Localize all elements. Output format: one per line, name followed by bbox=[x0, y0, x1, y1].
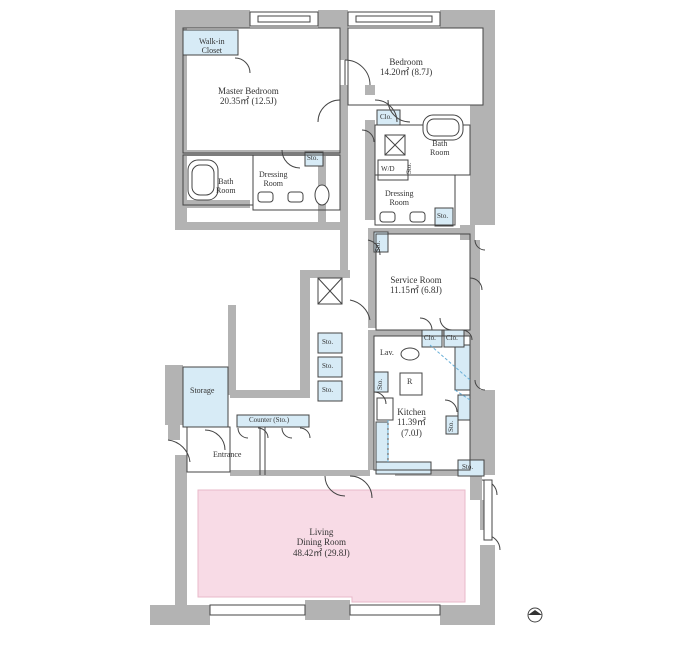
living-dining-line2: Dining Room bbox=[296, 537, 346, 548]
sto-label-10: Sto. bbox=[405, 162, 413, 174]
kitchen-counters bbox=[375, 344, 471, 475]
service-room-name: Service Room bbox=[390, 275, 442, 285]
bath-room-right-line2: Room bbox=[430, 148, 450, 158]
bath-room-left-label: Bath Room bbox=[216, 177, 236, 195]
counter-label: Counter (Sto.) bbox=[249, 416, 290, 424]
kitchen-area-line1: 11.39㎡ bbox=[397, 417, 426, 428]
bath-room-right-label: Bath Room bbox=[430, 139, 450, 157]
lavatory-label: Lav. bbox=[380, 348, 394, 357]
clo-label-1: Clo. bbox=[380, 113, 392, 121]
master-bedroom-area: 20.35㎡ (12.5J) bbox=[220, 96, 277, 107]
sto-label-6: Sto. bbox=[462, 463, 474, 471]
bathtubs bbox=[187, 114, 464, 361]
refrigerator-label: R bbox=[407, 377, 413, 386]
sto-label-7: Sto. bbox=[374, 240, 382, 252]
dressing-room-left-line1: Dressing bbox=[259, 170, 288, 179]
sinks bbox=[257, 191, 426, 223]
dressing-room-left-line2: Room bbox=[263, 179, 283, 189]
living-dining-area: 48.42㎡ (29.8J) bbox=[293, 547, 350, 558]
clo-label-3: Clo. bbox=[446, 334, 458, 342]
dressing-room-right-line1: Dressing bbox=[385, 189, 414, 198]
walk-in-closet-line2: Closet bbox=[201, 46, 223, 56]
dressing-room-left-label: Dressing Room bbox=[259, 170, 287, 188]
kitchen-area-line2: (7.0J) bbox=[401, 427, 422, 438]
sto-label-8: Sto. bbox=[376, 378, 384, 390]
walk-in-closet-label: Walk-in Closet bbox=[199, 37, 225, 55]
kitchen-name: Kitchen bbox=[397, 407, 426, 417]
bath-room-right-line1: Bath bbox=[432, 139, 448, 148]
storage-floor bbox=[182, 366, 229, 428]
living-dining-label: Living Dining Room 48.42㎡ (29.8J) bbox=[293, 527, 350, 558]
bedroom-label: Bedroom 14.20㎡ (8.7J) bbox=[380, 57, 432, 78]
storage-label: Storage bbox=[190, 386, 215, 395]
bath-room-left-line1: Bath bbox=[218, 177, 234, 186]
bedroom-name: Bedroom bbox=[389, 57, 423, 67]
bath-room-left-line2: Room bbox=[216, 186, 236, 196]
kitchen-dashed bbox=[387, 344, 471, 462]
wd-label: W/D bbox=[381, 165, 395, 173]
entrance-label: Entrance bbox=[213, 450, 242, 459]
sto-label-2: Sto. bbox=[437, 212, 449, 220]
clo-label-2: Clo. bbox=[424, 334, 436, 342]
dressing-room-right-line2: Room bbox=[389, 198, 409, 208]
service-room-area: 11.15㎡ (6.8J) bbox=[390, 285, 442, 296]
living-dining-floor bbox=[197, 489, 466, 603]
sto-label-3: Sto. bbox=[322, 338, 334, 346]
bedroom-area: 14.20㎡ (8.7J) bbox=[380, 67, 433, 78]
living-dining-line1: Living bbox=[309, 527, 334, 537]
sto-label-9: Sto. bbox=[447, 420, 455, 432]
kitchen-label: Kitchen 11.39㎡ (7.0J) bbox=[397, 407, 426, 438]
walk-in-closet-floor bbox=[182, 29, 239, 56]
sto-label-5: Sto. bbox=[322, 386, 334, 394]
master-bedroom-name: Master Bedroom bbox=[218, 86, 279, 96]
sto-label-4: Sto. bbox=[322, 362, 334, 370]
compass-icon bbox=[527, 607, 543, 623]
service-room-label: Service Room 11.15㎡ (6.8J) bbox=[390, 275, 442, 296]
door-swings bbox=[167, 57, 501, 551]
sto-label-1: Sto. bbox=[307, 154, 319, 162]
master-bedroom-label: Master Bedroom 20.35㎡ (12.5J) bbox=[218, 86, 279, 107]
walk-in-closet-line1: Walk-in bbox=[199, 37, 225, 46]
walls bbox=[150, 10, 495, 625]
windows bbox=[209, 11, 493, 616]
dressing-room-right-label: Dressing Room bbox=[385, 189, 413, 207]
